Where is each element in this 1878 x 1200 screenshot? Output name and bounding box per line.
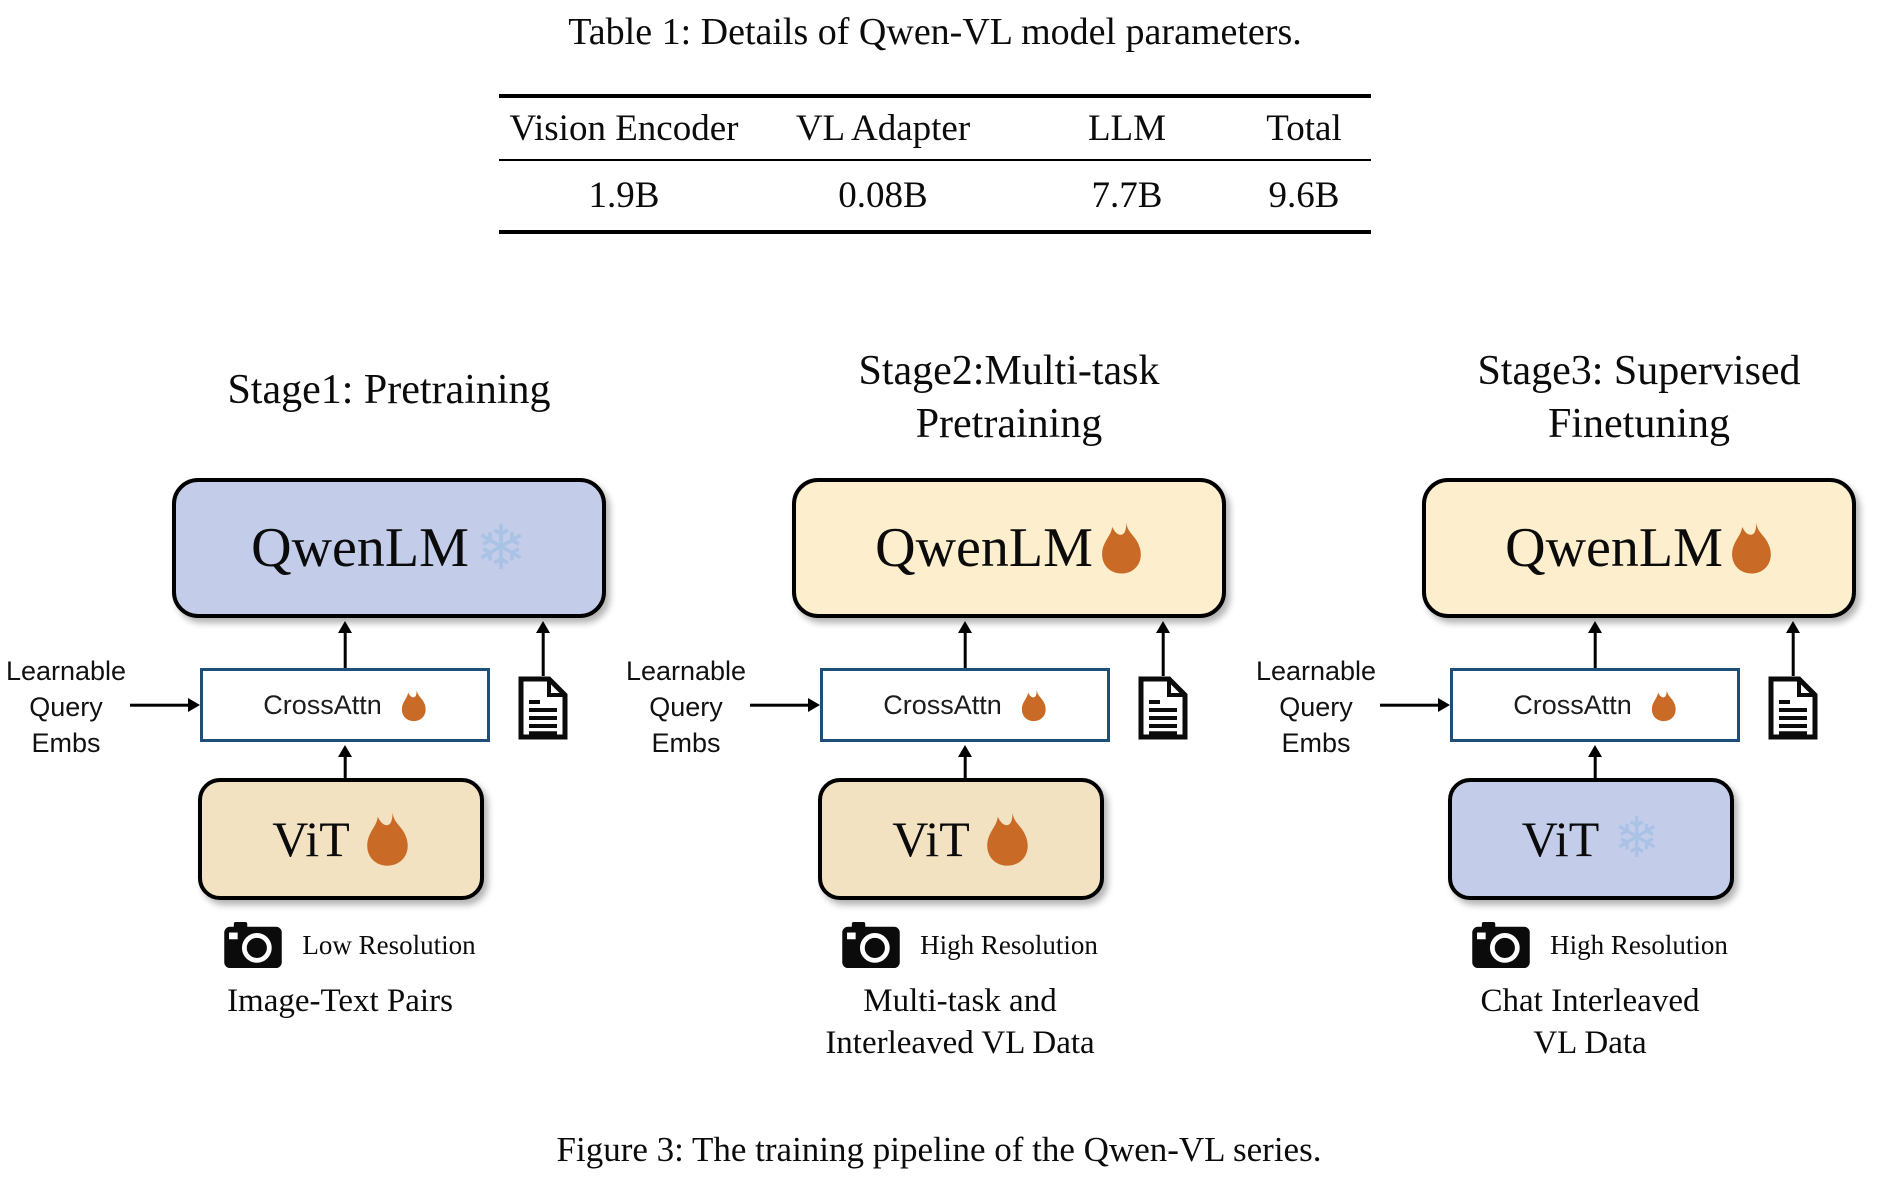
learnable-query-label: Learnable Query Embs	[1255, 656, 1377, 758]
snowflake-icon: ❄	[474, 511, 527, 584]
qwenlm-box: QwenLM ❄	[172, 478, 606, 618]
arrow-text-to-qwenlm	[1785, 621, 1801, 676]
document-icon	[1768, 676, 1818, 740]
crossattn-box: CrossAttn	[820, 668, 1110, 742]
stage-title: Stage2:Multi-task Pretraining	[742, 280, 1276, 452]
stage-3-supervised-finetuning: Stage3: Supervised Finetuning QwenLM Cro…	[1250, 280, 1870, 1090]
table-value-cell: 1.9B	[588, 175, 660, 216]
table-title: Table 1: Details of Qwen-VL model parame…	[568, 11, 1302, 53]
resolution-row: High Resolution	[670, 922, 1270, 968]
arrow-query-to-crossattn	[1380, 697, 1450, 713]
arrow-vit-to-crossattn	[957, 745, 973, 778]
vit-label: ViT	[1521, 811, 1600, 867]
stage-2-multitask-pretraining: Stage2:Multi-task Pretraining QwenLM Cro…	[620, 280, 1240, 1090]
resolution-row: Low Resolution	[50, 922, 650, 968]
stage-title: Stage3: Supervised Finetuning	[1372, 280, 1878, 452]
arrow-crossattn-to-qwenlm	[957, 621, 973, 668]
fire-icon	[1651, 689, 1676, 721]
arrow-crossattn-to-qwenlm	[337, 621, 353, 668]
camera-icon	[842, 922, 900, 968]
fire-icon	[1021, 689, 1046, 721]
crossattn-box: CrossAttn	[1450, 668, 1740, 742]
vit-label: ViT	[892, 811, 970, 867]
vit-box: ViT	[198, 778, 484, 900]
vit-box: ViT	[818, 778, 1104, 900]
arrow-text-to-qwenlm	[535, 621, 551, 676]
stage-1-pretraining: Stage1: Pretraining QwenLM ❄ CrossAttn L…	[0, 280, 620, 1090]
resolution-label: High Resolution	[920, 929, 1098, 960]
arrow-vit-to-crossattn	[337, 745, 353, 778]
qwenlm-box: QwenLM	[1422, 478, 1856, 618]
table-header-cell: LLM	[1087, 108, 1167, 149]
table-header-cell: VL Adapter	[795, 108, 971, 149]
stage-title: Stage1: Pretraining	[122, 280, 656, 452]
camera-icon	[224, 922, 282, 968]
vit-label: ViT	[272, 811, 350, 867]
stage-title-line: Stage2:Multi-task	[858, 347, 1160, 394]
fire-icon	[366, 812, 408, 866]
training-data-label: Multi-task and Interleaved VL Data	[825, 983, 1095, 1062]
stage-title-line: Finetuning	[1547, 401, 1730, 448]
qwenlm-label: QwenLM	[1505, 517, 1723, 579]
table-value-cell: 7.7B	[1091, 175, 1163, 216]
camera-icon	[1472, 922, 1530, 968]
resolution-label: High Resolution	[1550, 929, 1728, 960]
vit-box: ViT ❄	[1448, 778, 1734, 900]
stage-title-line: Stage3: Supervised	[1477, 347, 1801, 394]
table-value-cell: 0.08B	[838, 175, 928, 216]
crossattn-label: CrossAttn	[1513, 689, 1632, 720]
fire-icon	[986, 812, 1028, 866]
fire-icon	[1101, 522, 1141, 574]
arrow-vit-to-crossattn	[1587, 745, 1603, 778]
arrow-text-to-qwenlm	[1155, 621, 1171, 676]
qwenlm-box: QwenLM	[792, 478, 1226, 618]
crossattn-label: CrossAttn	[883, 689, 1002, 720]
fire-icon	[1731, 522, 1771, 574]
table-body: Vision Encoder VL Adapter LLM Total 1.9B…	[499, 94, 1371, 234]
arrow-query-to-crossattn	[750, 697, 820, 713]
arrow-query-to-crossattn	[130, 697, 200, 713]
snowflake-icon: ❄	[1613, 806, 1661, 871]
figure-caption: Figure 3: The training pipeline of the Q…	[556, 1130, 1322, 1169]
training-data-label: Image-Text Pairs	[227, 983, 453, 1019]
fire-icon	[401, 689, 426, 721]
document-icon	[1138, 676, 1188, 740]
table-header-cell: Vision Encoder	[509, 108, 739, 149]
table-header-row: Vision Encoder VL Adapter LLM Total	[499, 98, 1371, 161]
resolution-label: Low Resolution	[302, 929, 476, 960]
learnable-query-label: Learnable Query Embs	[5, 656, 127, 758]
stage-title-line: Pretraining	[915, 401, 1103, 448]
arrow-crossattn-to-qwenlm	[1587, 621, 1603, 668]
qwenlm-label: QwenLM	[251, 517, 469, 579]
crossattn-box: CrossAttn	[200, 668, 490, 742]
resolution-row: High Resolution	[1300, 922, 1878, 968]
table-value-cell: 9.6B	[1268, 175, 1340, 216]
table-value-row: 1.9B 0.08B 7.7B 9.6B	[499, 161, 1371, 230]
table-header-cell: Total	[1266, 108, 1342, 149]
crossattn-label: CrossAttn	[263, 689, 382, 720]
training-data-label: Chat Interleaved VL Data	[1480, 983, 1700, 1062]
qwenlm-label: QwenLM	[875, 517, 1093, 579]
learnable-query-label: Learnable Query Embs	[625, 656, 747, 758]
document-icon	[518, 676, 568, 740]
stage-title-line: Stage1: Pretraining	[227, 367, 551, 414]
params-table: Table 1: Details of Qwen-VL model parame…	[499, 10, 1371, 234]
